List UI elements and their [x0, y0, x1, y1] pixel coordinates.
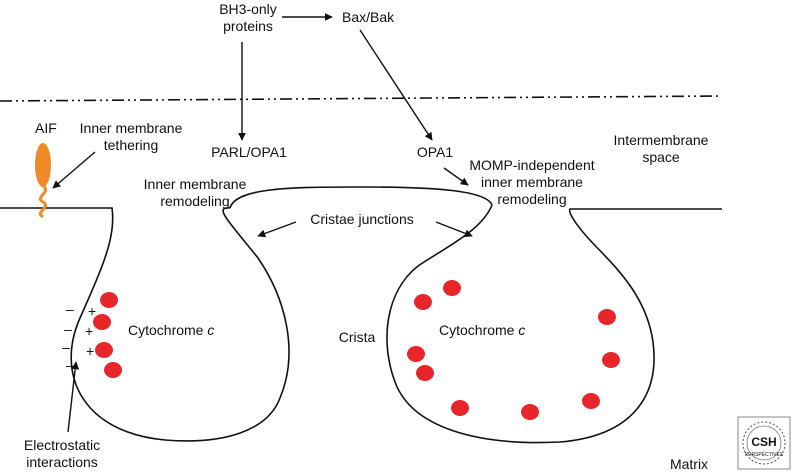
- aif-protein: [35, 143, 51, 219]
- label-electrostatic-line1: Electrostatic: [24, 437, 100, 453]
- label-cytochrome-right: Cytochrome c: [439, 322, 525, 338]
- arrow-opa1-to-membrane: [443, 167, 469, 186]
- arrow-baxbak-to-opa1: [359, 29, 433, 141]
- arrow-electrostatic: [67, 361, 80, 433]
- label-intermembrane-line1: Intermembrane: [614, 132, 709, 148]
- label-bh3-line1: BH3-only: [219, 1, 277, 17]
- label-imr-line1: Inner membrane: [144, 176, 247, 192]
- label-opa1: OPA1: [417, 144, 454, 160]
- label-cytochrome-left: Cytochrome c: [128, 322, 214, 338]
- logo-text: CSH: [751, 435, 776, 449]
- label-electrostatic-line2: interactions: [26, 454, 98, 470]
- minus-charge: –: [66, 301, 74, 317]
- label-parl-opa1: PARL/OPA1: [211, 144, 287, 160]
- label-tethering-line2: tethering: [104, 137, 158, 153]
- plus-charge: +: [88, 303, 96, 319]
- label-momp-line3: remodeling: [497, 191, 566, 207]
- plus-charge: +: [86, 343, 94, 359]
- label-momp-line2: inner membrane: [481, 174, 583, 190]
- inner-membrane-right-crista: [386, 204, 722, 444]
- minus-charge: –: [66, 357, 74, 373]
- logo-subtext: PERSPECTIVES: [745, 452, 784, 458]
- cytochrome-c-left: [93, 292, 122, 378]
- label-intermembrane-line2: space: [642, 149, 680, 165]
- label-bh3-line2: proteins: [223, 18, 273, 34]
- outer-membrane: [0, 95, 723, 102]
- plus-charge: +: [85, 323, 93, 339]
- label-imr-line2: remodeling: [160, 193, 229, 209]
- label-bax-bak: Bax/Bak: [342, 9, 395, 25]
- arrow-junction-left: [257, 221, 297, 238]
- membrane-charges: – – – – + + +: [62, 301, 96, 373]
- inner-membrane-left-crista: [0, 207, 290, 442]
- crista-junction-bridge: [229, 186, 493, 209]
- cytochrome-c-right: [407, 280, 620, 420]
- minus-charge: –: [64, 321, 72, 337]
- label-tethering-line1: Inner membrane: [80, 120, 183, 136]
- label-aif: AIF: [35, 120, 57, 136]
- label-matrix: Matrix: [670, 456, 708, 472]
- arrow-tethering-to-aif: [52, 151, 96, 189]
- label-momp-line1: MOMP-independent: [469, 157, 594, 173]
- label-cristae-junctions: Cristae junctions: [310, 211, 414, 227]
- minus-charge: –: [62, 339, 70, 355]
- csh-perspectives-logo: CSH PERSPECTIVES: [737, 416, 791, 470]
- arrows: [52, 13, 473, 433]
- label-crista: Crista: [339, 329, 376, 345]
- arrow-junction-right: [435, 221, 473, 238]
